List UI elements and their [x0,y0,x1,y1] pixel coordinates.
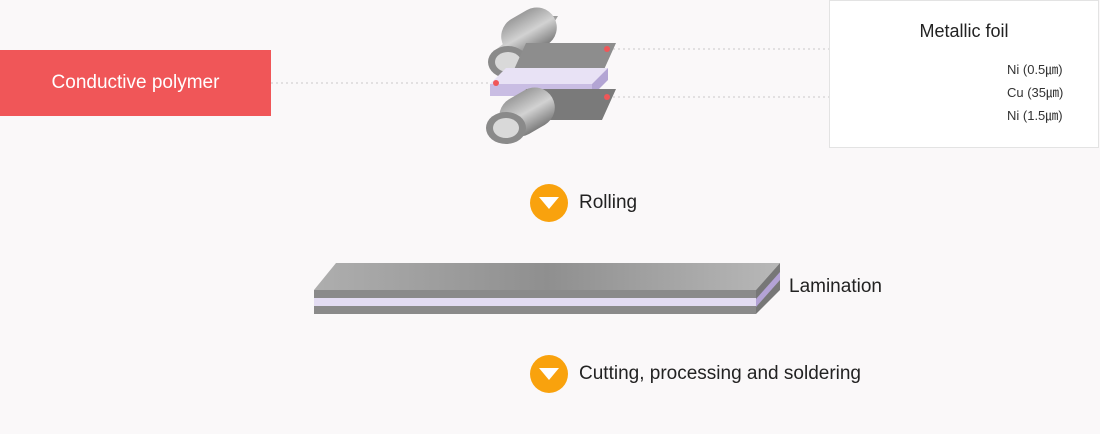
lamination-slab [314,263,780,314]
top-foil-sheet [512,43,616,74]
conductive-polymer-label: Conductive polymer [0,50,271,116]
cutting-step-label: Cutting, processing and soldering [579,363,862,384]
cutting-step: Cutting, processing and soldering [530,355,861,393]
lamination-label: Lamination [789,276,882,297]
foil-top-marker-dot [604,46,610,52]
rolling-step-label: Rolling [579,192,638,213]
rolling-step: Rolling [530,184,637,222]
foil-layer-cu: Cu (35㎛) [1007,85,1064,100]
foil-bottom-marker-dot [604,94,610,100]
foil-layer-ni-bottom: Ni (1.5㎛) [1007,108,1063,123]
metallic-foil-title: Metallic foil [919,21,1009,41]
foil-layer-ni-top: Ni (0.5㎛) [1007,62,1063,77]
down-arrow-icon [530,184,568,222]
lower-roller-icon [486,87,555,144]
polymer-marker-dot [493,80,499,86]
metallic-foil-panel: Metallic foil Ni (0.5㎛) Cu (35㎛) Ni (1.5… [829,0,1099,148]
leader-lines [271,48,829,98]
down-arrow-icon [530,355,568,393]
